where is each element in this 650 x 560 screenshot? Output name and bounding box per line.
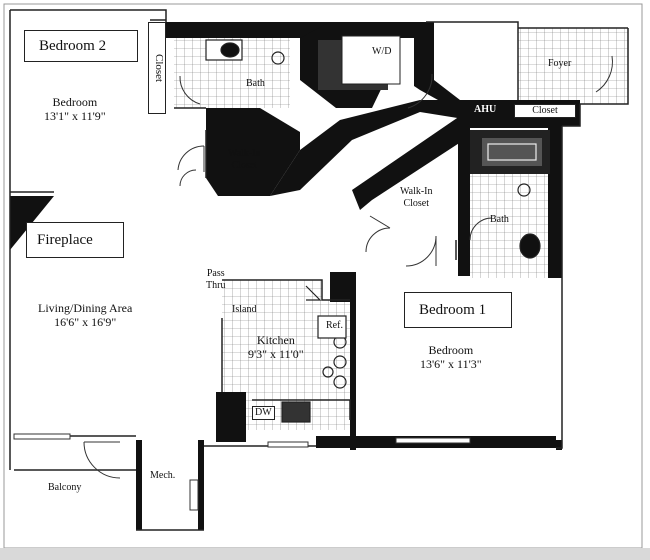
thin-walls: [9, 9, 629, 531]
bottom-strip: [0, 548, 650, 560]
closet-top-label: Closet: [148, 22, 166, 114]
closet-right-label: Closet: [514, 104, 576, 118]
fixtures: [205, 39, 541, 423]
balcony-label: Balcony: [48, 482, 82, 493]
foyer-tile: [518, 28, 628, 104]
bedroom2-tag: Bedroom 2: [24, 30, 138, 62]
wd-label: W/D: [372, 46, 392, 58]
bedroom1-tag: Bedroom 1: [404, 292, 512, 328]
island-label: Island: [232, 304, 257, 315]
windows: [13, 433, 471, 511]
ref-label: Ref.: [326, 320, 343, 331]
bath-top-label: Bath: [246, 78, 265, 89]
mech-label: Mech.: [150, 470, 176, 481]
bath-right-tile: [470, 168, 548, 278]
ahu-label: AHU: [474, 104, 497, 115]
washer-dryer: [341, 35, 401, 85]
dw-label: DW: [252, 406, 275, 420]
foyer-label: Foyer: [548, 58, 572, 69]
fireplace-tag: Fireplace: [26, 222, 124, 258]
bath-right-label: Bath: [490, 214, 509, 225]
door-swings: [83, 55, 613, 479]
